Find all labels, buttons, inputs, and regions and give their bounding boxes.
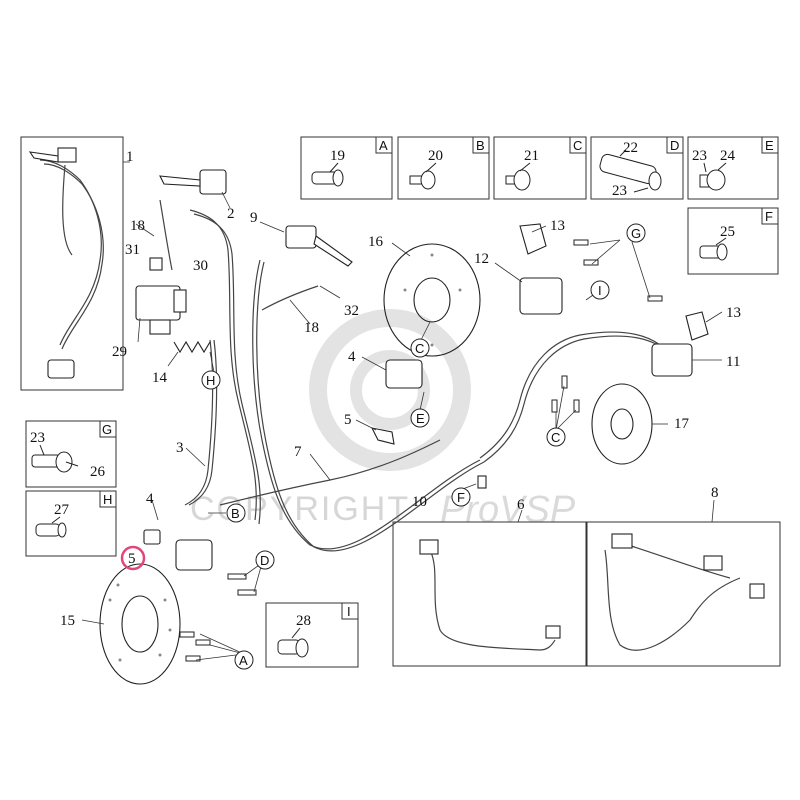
part-label-11: 11: [726, 354, 740, 370]
box-f: [687, 207, 779, 275]
box-g-letter: G: [102, 422, 112, 437]
bolt-groups: [179, 239, 663, 662]
box-c-part-21: 21: [524, 148, 539, 164]
callout-circles: [201, 223, 646, 670]
part-label-4-upper: 4: [348, 349, 356, 365]
part-label-4-lower: 4: [146, 491, 154, 507]
part-label-15: 15: [60, 613, 75, 629]
part-label-5-highlighted: 5: [128, 551, 136, 567]
box-i-part-28: 28: [296, 613, 311, 629]
callout-f: F: [457, 490, 465, 505]
callout-b: B: [231, 506, 240, 521]
components: [28, 147, 765, 685]
part-label-5-upper: 5: [344, 412, 352, 428]
box-h-part-27: 27: [54, 502, 70, 518]
callout-e: E: [416, 411, 425, 426]
box-e: [687, 136, 779, 200]
assembly-box-1: [20, 136, 124, 391]
box-g: [25, 420, 117, 488]
part-label-18-left: 18: [130, 218, 145, 234]
callout-g: G: [631, 226, 641, 241]
part-label-8: 8: [711, 485, 719, 501]
box-g-part-26: 26: [90, 464, 106, 480]
part-label-16: 16: [368, 234, 384, 250]
box-b-part-20: 20: [428, 148, 443, 164]
assembly-box-8: [586, 521, 781, 667]
box-b: [397, 136, 490, 200]
part-label-13-lower: 13: [726, 305, 741, 321]
part-label-10: 10: [412, 494, 427, 510]
box-a-letter: A: [379, 138, 388, 153]
assembly-box-6: [392, 521, 587, 667]
box-e-part-24: 24: [720, 148, 736, 164]
box-d: [590, 136, 684, 200]
part-label-29: 29: [112, 344, 127, 360]
part-label-31: 31: [125, 242, 140, 258]
box-f-letter: F: [765, 209, 773, 224]
leader-lines: [81, 161, 723, 661]
box-i: [265, 602, 359, 668]
part-label-32: 32: [344, 303, 359, 319]
box-d-part-23: 23: [612, 183, 627, 199]
part-label-3: 3: [176, 440, 184, 456]
box-h-letter: H: [103, 492, 112, 507]
part-label-18-right: 18: [304, 320, 319, 336]
part-label-7: 7: [294, 444, 302, 460]
part-label-9: 9: [250, 210, 258, 226]
box-h: [25, 490, 117, 557]
box-e-part-23: 23: [692, 148, 707, 164]
part-label-30: 30: [193, 258, 208, 274]
box-a-part-19: 19: [330, 148, 345, 164]
part-label-6: 6: [517, 497, 525, 513]
part-label-14: 14: [152, 370, 168, 386]
callout-c-lower: C: [551, 430, 560, 445]
part-label-12: 12: [474, 251, 489, 267]
box-b-letter: B: [476, 138, 485, 153]
part-label-2: 2: [227, 206, 235, 222]
box-e-letter: E: [765, 138, 774, 153]
box-i-letter: I: [347, 604, 351, 619]
box-d-letter: D: [670, 138, 679, 153]
callout-h: H: [206, 373, 215, 388]
callout-i: I: [598, 283, 602, 298]
part-label-13-upper: 13: [550, 218, 565, 234]
box-c-letter: C: [573, 138, 582, 153]
box-g-part-23: 23: [30, 430, 45, 446]
box-f-part-25: 25: [720, 224, 735, 240]
callout-a: A: [239, 653, 248, 668]
part-label-17: 17: [674, 416, 690, 432]
callout-d: D: [260, 553, 269, 568]
disc-holes: [108, 253, 462, 662]
highlight-ring-part-5: [120, 545, 146, 571]
callout-c-upper: C: [415, 341, 424, 356]
box-d-part-22: 22: [623, 140, 638, 156]
box-c: [493, 136, 587, 200]
watermark-copyright: COPYRIGHT: [190, 490, 410, 528]
part-label-1: 1: [126, 149, 134, 165]
box-a: [300, 136, 393, 200]
